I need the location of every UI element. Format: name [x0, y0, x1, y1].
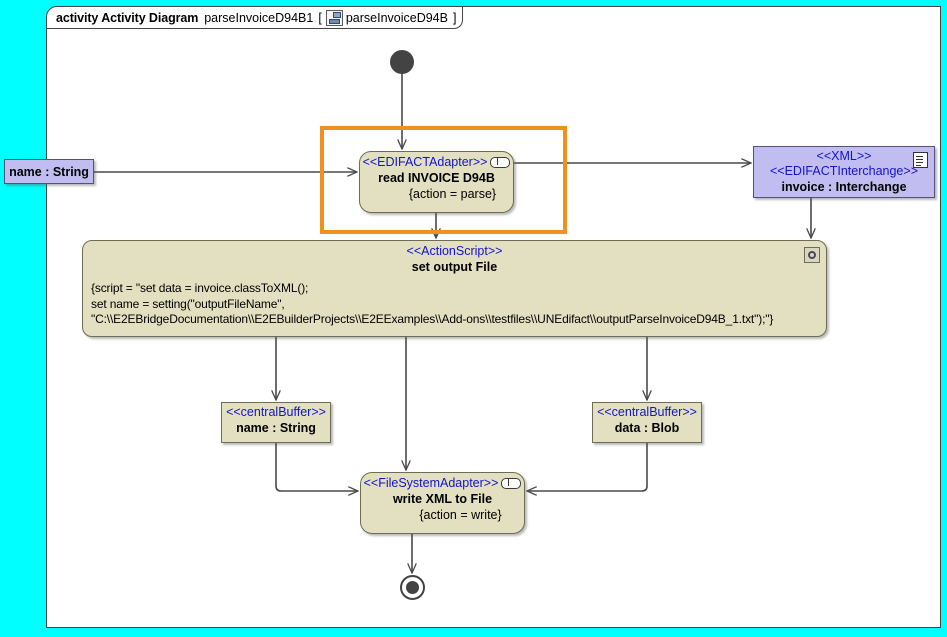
document-icon: [913, 152, 928, 168]
action-read-invoice[interactable]: <<EDIFACTAdapter>> read INVOICE D94B {ac…: [359, 151, 514, 213]
selection-highlight: [320, 126, 567, 234]
activity-parameter-node-name[interactable]: name : String: [4, 159, 94, 184]
activity-final-node[interactable]: [400, 575, 425, 600]
activity-diagram-icon: [325, 9, 343, 26]
action-write-name: write XML to File: [392, 492, 493, 506]
action-set-output-file-stereotype: <<ActionScript>>: [406, 244, 503, 258]
object-node-invoice-stereotype-interchange: <<EDIFACTInterchange>>: [769, 164, 918, 178]
adapter-pin-icon: [490, 157, 511, 169]
central-buffer-name-stereotype: <<centralBuffer>>: [226, 405, 326, 419]
central-buffer-data-stereotype: <<centralBuffer>>: [597, 405, 697, 419]
object-node-invoice-name: invoice : Interchange: [781, 180, 907, 194]
action-read-invoice-stereotype-line: <<EDIFACTAdapter>>: [360, 155, 513, 170]
central-buffer-data-label: data : Blob: [614, 421, 680, 435]
central-buffer-name-label: name : String: [236, 421, 316, 435]
action-write-stereotype-line: <<FileSystemAdapter>>: [361, 476, 524, 491]
action-read-invoice-name: read INVOICE D94B: [378, 171, 495, 185]
object-node-invoice[interactable]: <<XML>> <<EDIFACTInterchange>> invoice :…: [753, 146, 935, 198]
frame-name: parseInvoiceD94B1: [204, 10, 314, 25]
initial-node[interactable]: [390, 50, 414, 74]
object-node-invoice-stereotype-xml: <<XML>>: [816, 149, 872, 163]
script-gear-icon: [804, 247, 820, 263]
central-buffer-name[interactable]: <<centralBuffer>> name : String: [221, 402, 331, 443]
action-set-output-file-script: {script = "set data = invoice.classToXML…: [91, 281, 774, 326]
central-buffer-data[interactable]: <<centralBuffer>> data : Blob: [592, 402, 702, 443]
action-set-output-file-name: set output File: [411, 260, 498, 274]
parameter-label: name : String: [9, 164, 89, 179]
action-read-invoice-property: {action = parse}: [408, 187, 497, 201]
activity-frame-header: activity Activity Diagram parseInvoiceD9…: [46, 6, 464, 29]
action-set-output-file[interactable]: <<ActionScript>> set output File {script…: [82, 240, 827, 337]
action-write-property: {action = write}: [419, 508, 502, 522]
action-write-stereotype: <<FileSystemAdapter>>: [363, 476, 499, 490]
frame-bracket-close: ]: [452, 10, 457, 25]
frame-keyword: activity Activity Diagram: [56, 10, 199, 25]
action-read-invoice-stereotype: <<EDIFACTAdapter>>: [362, 155, 488, 169]
frame-qualifier: parseInvoiceD94B: [345, 10, 448, 25]
frame-bracket-open: [: [318, 10, 322, 25]
adapter-pin-icon: [501, 478, 522, 490]
action-write-xml-to-file[interactable]: <<FileSystemAdapter>> write XML to File …: [360, 472, 525, 534]
